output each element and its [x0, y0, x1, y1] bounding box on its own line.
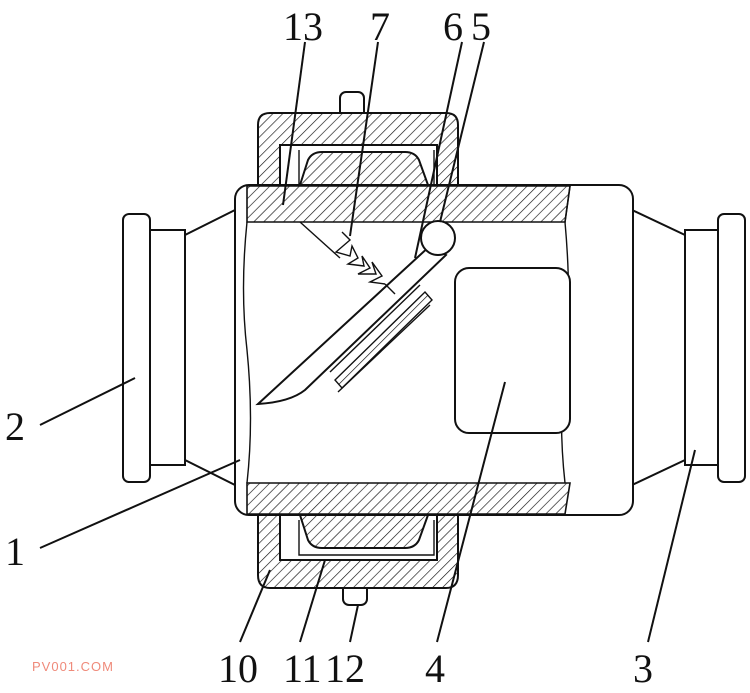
label-4: 4	[425, 646, 445, 691]
watermark: PV001.COM	[32, 659, 114, 674]
label-13: 13	[283, 4, 323, 49]
sight-window	[454, 267, 571, 434]
right-flange	[631, 208, 746, 487]
bottom-clamp	[257, 514, 459, 606]
label-7: 7	[370, 4, 390, 49]
label-3: 3	[633, 646, 653, 691]
label-6: 6	[443, 4, 463, 49]
leader-lines	[39, 41, 696, 643]
label-12: 12	[325, 646, 365, 691]
pivot-pin	[420, 220, 456, 256]
label-1: 1	[5, 529, 25, 574]
label-10: 10	[218, 646, 258, 691]
left-flange	[122, 208, 236, 487]
label-5: 5	[471, 4, 491, 49]
valve-disc	[255, 242, 448, 406]
label-2: 2	[5, 404, 25, 449]
label-11: 11	[283, 646, 322, 691]
spring	[299, 221, 396, 295]
